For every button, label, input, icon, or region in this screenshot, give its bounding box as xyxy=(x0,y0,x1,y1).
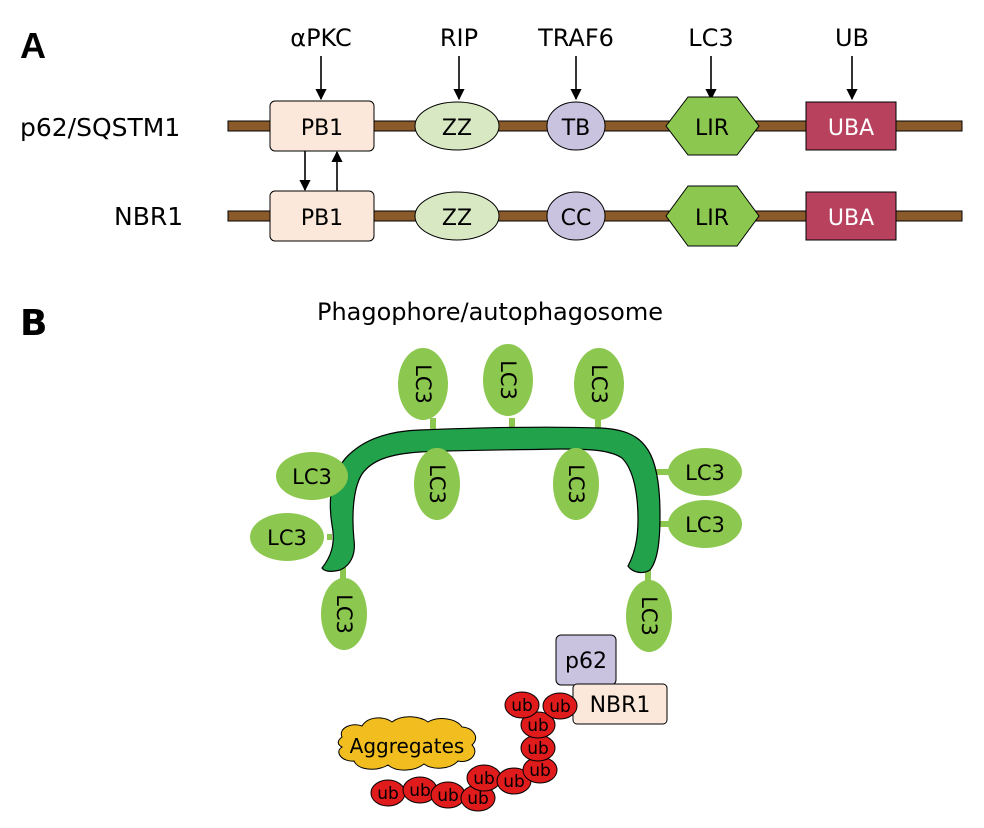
lc3-label: LC3 xyxy=(267,526,307,550)
lc3-top-1: LC3 xyxy=(398,348,448,420)
ub-label: ub xyxy=(437,786,459,806)
ub-label: ub xyxy=(377,784,399,804)
panel-b-label: B xyxy=(20,303,47,344)
p62-lir-label: LIR xyxy=(695,116,729,141)
nbr1-pb1-domain xyxy=(269,190,375,242)
ub-bead: ub xyxy=(520,711,556,739)
pb1-interaction-arrows xyxy=(299,150,343,192)
lc3-label: LC3 xyxy=(292,465,332,489)
protein-name-nbr1: NBR1 xyxy=(114,202,183,231)
ub-label: ub xyxy=(527,716,549,736)
lc3-inner-2: LC3 xyxy=(553,448,599,520)
panel-b: B Phagophore/autophagosome LC3 xyxy=(20,298,742,812)
p62-pb1-label: PB1 xyxy=(301,116,343,141)
lc3-label: LC3 xyxy=(564,464,588,504)
p62-lir-domain xyxy=(665,96,760,156)
ub-bead: ub xyxy=(466,764,502,792)
ub-label: ub xyxy=(409,781,431,801)
nbr1-lir-domain xyxy=(665,185,760,247)
lc3-top-3: LC3 xyxy=(574,348,624,420)
ub-label: ub xyxy=(527,739,549,759)
ub-bead: ub xyxy=(520,734,556,762)
p62-tb-label: TB xyxy=(561,116,591,141)
p62-tb-domain xyxy=(546,101,606,151)
ub-bead: ub xyxy=(504,691,540,719)
panel-a: A αPKC RIP TRAF6 LC3 UB p62/SQSTM1 PB1 Z… xyxy=(20,24,963,247)
ub-label: ub xyxy=(473,769,495,789)
lc3-bottom-left: LC3 xyxy=(321,578,367,650)
ub-bead: ub xyxy=(430,781,466,809)
ub-bead: ub xyxy=(496,767,532,795)
nbr1-cc-label: CC xyxy=(561,206,592,231)
lc3-label: LC3 xyxy=(425,464,449,504)
ub-bead: ub xyxy=(522,756,558,784)
input-arrows xyxy=(315,56,858,101)
p62-box-label: p62 xyxy=(565,649,607,674)
ub-label: ub xyxy=(503,772,525,792)
ub-label: ub xyxy=(511,696,533,716)
p62-uba-domain xyxy=(805,101,897,151)
lc3-right-2: LC3 xyxy=(668,500,742,548)
protein-name-p62: p62/SQSTM1 xyxy=(20,113,180,142)
lc3-label: LC3 xyxy=(637,596,661,636)
aggregates-cloud xyxy=(337,716,477,771)
nbr1-box-label: NBR1 xyxy=(590,693,651,718)
ub-bead: ub xyxy=(402,776,438,804)
lc3-left-2: LC3 xyxy=(250,513,324,561)
panel-a-label: A xyxy=(20,25,46,66)
nbr1-uba-label: UBA xyxy=(828,206,874,231)
ub-label: ub xyxy=(549,697,571,717)
p62-pb1-domain xyxy=(269,100,375,152)
lc3-right-1: LC3 xyxy=(668,448,742,496)
aggregates-label: Aggregates xyxy=(350,734,465,758)
nbr1-pb1-label: PB1 xyxy=(301,206,343,231)
lc3-top-2: LC3 xyxy=(483,344,533,416)
lc3-inner-1: LC3 xyxy=(414,448,460,520)
input-label-apkc: αPKC xyxy=(290,24,351,52)
lc3-label: LC3 xyxy=(685,461,725,485)
ub-label: ub xyxy=(467,789,489,809)
ub-bead: ub xyxy=(370,779,406,807)
phagophore-membrane xyxy=(321,426,661,574)
ub-bead: ub xyxy=(542,692,578,720)
lc3-label: LC3 xyxy=(411,364,435,404)
lc3-group: LC3 LC3 LC3 LC3 LC3 LC3 xyxy=(250,344,742,652)
phagophore-title: Phagophore/autophagosome xyxy=(317,298,663,326)
nbr1-zz-label: ZZ xyxy=(442,206,472,231)
input-label-ub: UB xyxy=(835,24,869,52)
input-label-rip: RIP xyxy=(440,24,478,52)
nbr1-zz-domain xyxy=(414,191,500,241)
p62-zz-label: ZZ xyxy=(442,116,472,141)
input-label-lc3: LC3 xyxy=(688,24,733,52)
nbr1-cc-domain xyxy=(546,191,606,241)
lc3-bottom-right: LC3 xyxy=(626,580,672,652)
lc3-label: LC3 xyxy=(332,594,356,634)
p62-zz-domain xyxy=(414,101,500,151)
lc3-label: LC3 xyxy=(496,360,520,400)
nbr1-lir-label: LIR xyxy=(695,206,729,231)
p62-uba-label: UBA xyxy=(828,116,874,141)
nbr1-uba-domain xyxy=(805,191,897,241)
lc3-left-1: LC3 xyxy=(276,452,348,500)
ub-bead: ub xyxy=(460,784,496,812)
input-label-traf6: TRAF6 xyxy=(537,24,614,52)
lc3-label: LC3 xyxy=(685,513,725,537)
ub-label: ub xyxy=(529,761,551,781)
lc3-label: LC3 xyxy=(587,364,611,404)
